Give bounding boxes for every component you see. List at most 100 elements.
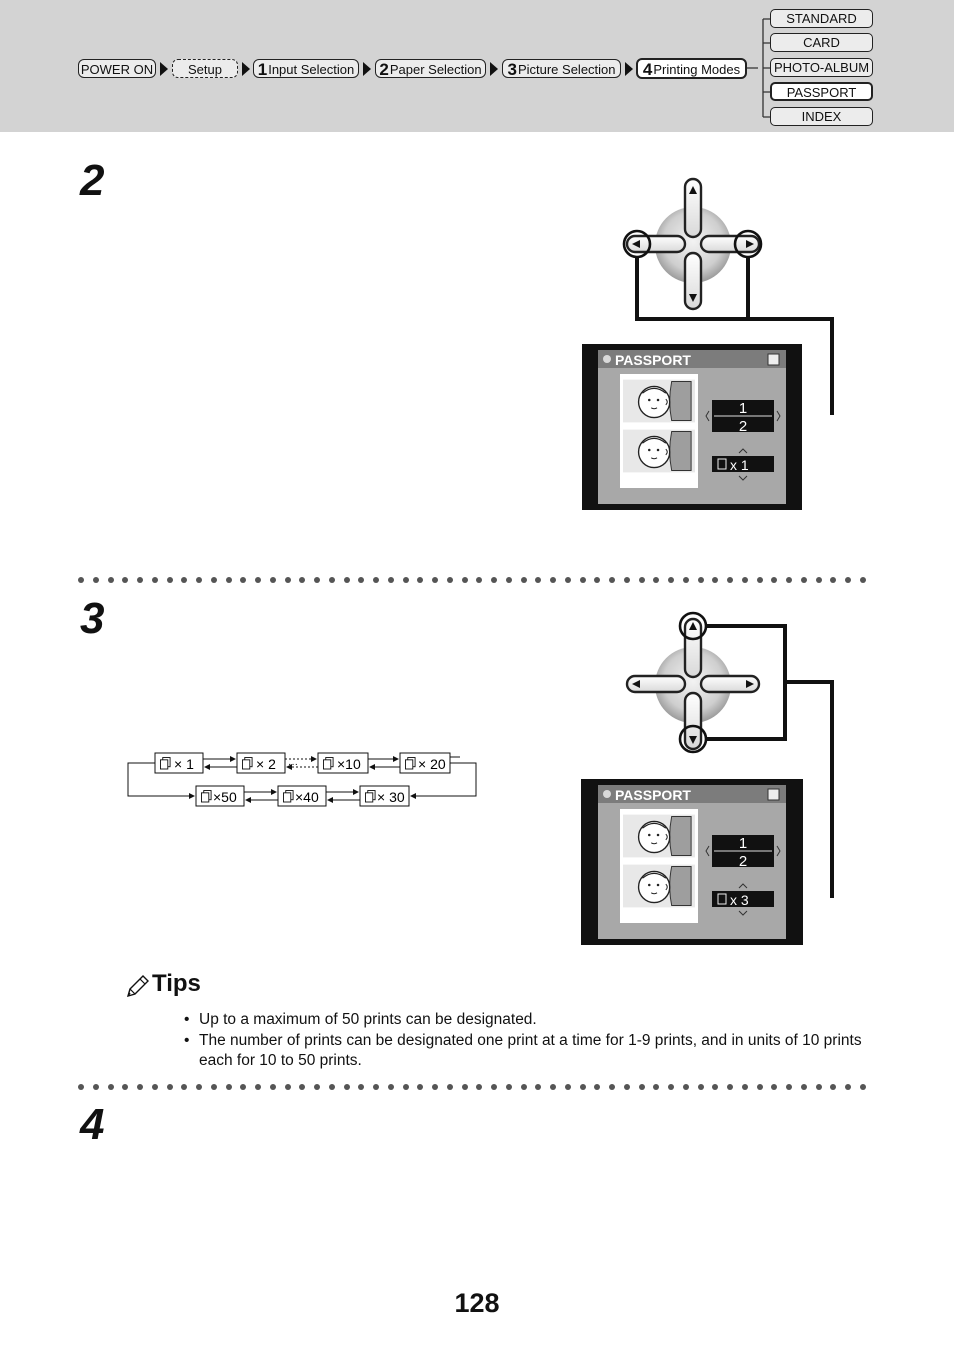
breadcrumb-arrow-icon: [490, 62, 498, 76]
separator-dot: [166, 577, 173, 583]
breadcrumb-picture-selection[interactable]: 3Picture Selection: [502, 59, 621, 79]
separator-dot: [343, 577, 350, 583]
separator-dot: [78, 577, 84, 583]
tips-heading: Tips: [152, 970, 201, 997]
separator-dot: [432, 577, 438, 583]
cycle-box: × 1: [154, 752, 204, 774]
cycle-box: × 2: [236, 752, 286, 774]
mode-photo-album[interactable]: PHOTO-ALBUM: [770, 58, 873, 77]
separator-dot: [137, 1084, 143, 1090]
separator-dot: [299, 577, 306, 583]
separator-dot: [623, 1084, 630, 1090]
separator-dot: [564, 577, 571, 583]
separator-dot: [240, 1084, 247, 1090]
mode-standard[interactable]: STANDARD: [770, 9, 873, 28]
separator-dot: [682, 1084, 689, 1090]
separator-dot: [151, 1084, 158, 1090]
breadcrumb-label: Input Selection: [268, 62, 355, 77]
fraction-numerator: 1: [739, 835, 747, 852]
separator-dot: [284, 577, 291, 583]
cycle-box: ×50: [195, 785, 245, 807]
breadcrumb-arrow-icon: [160, 62, 168, 76]
separator-dot: [299, 1084, 306, 1090]
tips-list: Up to a maximum of 50 prints can be desi…: [184, 1010, 876, 1072]
right-arrow-icon: [746, 680, 754, 688]
separator-dot: [358, 1084, 365, 1090]
separator-dot: [122, 577, 129, 583]
breadcrumb-label: POWER ON: [80, 62, 154, 77]
dpad-down-button[interactable]: [683, 691, 703, 751]
separator-dot: [373, 577, 379, 583]
separator-dot: [137, 577, 143, 583]
separator-dot: [859, 577, 866, 583]
mode-card[interactable]: CARD: [770, 33, 873, 52]
breadcrumb-power-on[interactable]: POWER ON: [78, 59, 156, 78]
dpad-left-button[interactable]: [625, 674, 687, 694]
separator-dot: [107, 577, 114, 583]
separator-dot: [461, 1084, 468, 1090]
step-number-3: 3: [80, 594, 105, 643]
ellipsis-mark: ···: [288, 759, 298, 770]
separator-dot: [550, 577, 556, 583]
breadcrumb-input-selection[interactable]: 1Input Selection: [253, 59, 359, 79]
breadcrumb-number: 2: [379, 60, 389, 79]
separator-dot: [225, 577, 232, 583]
separator-dot: [579, 1084, 586, 1090]
down-arrow-icon: [689, 736, 697, 744]
dpad-up-button[interactable]: [683, 617, 703, 679]
breadcrumb-arrow-icon: [242, 62, 250, 76]
separator-dot: [579, 577, 586, 583]
separator-dot: [387, 1084, 394, 1090]
separator-dot: [446, 577, 453, 583]
callout-line: [706, 624, 834, 898]
up-arrow-icon: [689, 186, 697, 194]
separator-dot: [535, 1084, 542, 1090]
screen-title: PASSPORT: [615, 352, 691, 368]
dpad-up-button[interactable]: [683, 177, 703, 239]
separator-dot: [225, 1084, 232, 1090]
separator-dot: [520, 1084, 527, 1090]
screen-title: PASSPORT: [615, 787, 691, 803]
separator-dot: [181, 1084, 188, 1090]
mode-index[interactable]: INDEX: [770, 107, 873, 126]
separator-dot: [800, 577, 807, 583]
separator-dot: [697, 577, 704, 583]
breadcrumb-number: 1: [257, 60, 268, 79]
separator-dot: [328, 1084, 335, 1090]
separator-dot: [314, 577, 320, 583]
dpad-right-button[interactable]: [699, 674, 761, 694]
separator-dot: [210, 1084, 217, 1090]
separator-dot: [461, 577, 468, 583]
breadcrumb-setup[interactable]: Setup: [172, 59, 238, 78]
separator-dot: [269, 1084, 276, 1090]
separator-dot: [609, 577, 615, 583]
separator-dot: [756, 577, 763, 583]
breadcrumb-label: Printing Modes: [653, 62, 741, 77]
step-number-2: 2: [80, 156, 105, 205]
dpad-down-button[interactable]: [683, 251, 703, 311]
cycle-label: ×40: [295, 789, 319, 805]
right-arrow-icon: [746, 240, 754, 248]
breadcrumb-paper-selection[interactable]: 2Paper Selection: [375, 59, 486, 79]
separator-dot: [638, 1084, 645, 1090]
separator-dot: [402, 1084, 409, 1090]
mode-passport[interactable]: PASSPORT: [770, 82, 873, 101]
separator-dot: [653, 577, 660, 583]
separator-dot: [550, 1084, 556, 1090]
separator-dot: [815, 577, 822, 583]
cycle-label: × 30: [377, 789, 405, 805]
separator-dot: [741, 577, 748, 583]
page-number: 128: [454, 1288, 500, 1318]
separator-dot: [609, 1084, 615, 1090]
cycle-box: × 20: [399, 752, 451, 774]
dpad-right-button[interactable]: [699, 234, 761, 254]
fraction-denominator: 2: [739, 418, 747, 435]
separator-dot: [92, 1084, 99, 1090]
separator-dot: [830, 577, 837, 583]
breadcrumb-printing-modes[interactable]: 4Printing Modes: [636, 58, 747, 79]
separator-dot: [387, 577, 394, 583]
separator-dot: [446, 1084, 453, 1090]
separator-dot: [668, 1084, 674, 1090]
separator-dot: [505, 1084, 512, 1090]
dpad-left-button[interactable]: [625, 234, 687, 254]
